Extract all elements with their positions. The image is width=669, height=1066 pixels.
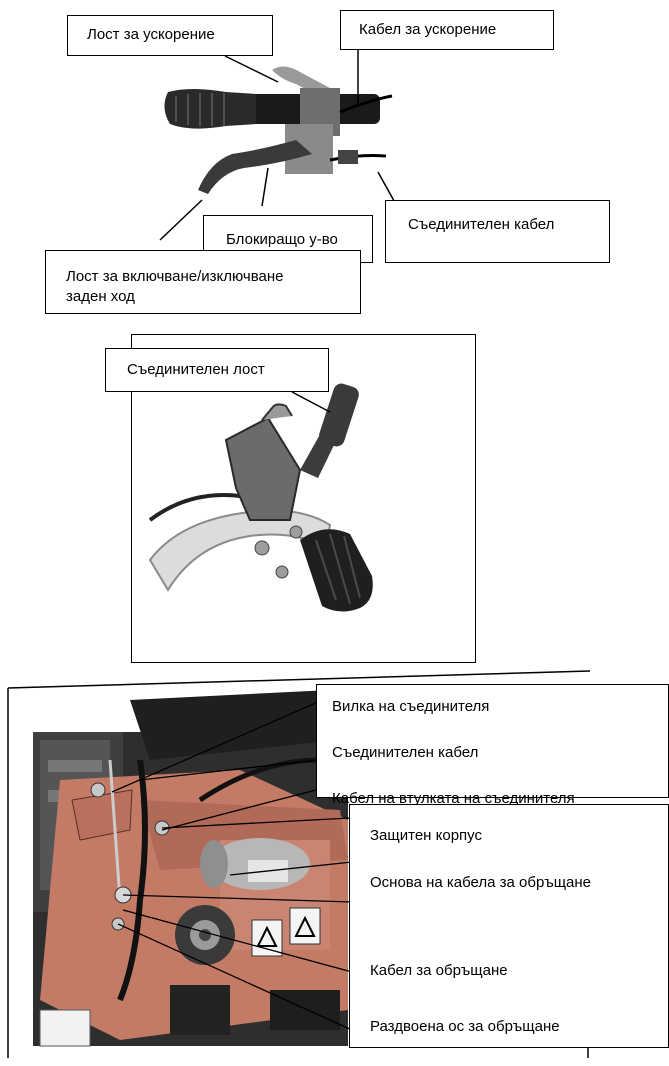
label-clutch-lever: Съединителен лост: [105, 348, 329, 392]
label-throttle-lever: Лост за ускорение: [67, 15, 273, 56]
label-text: Съединителен кабел: [408, 216, 555, 233]
label-text-line-1: Лост за включване/изключване: [66, 268, 284, 285]
label-reverse-split-axle: Раздвоена ос за обръщане: [370, 1018, 560, 1035]
label-clutch-cable: Съединителен кабел: [385, 200, 610, 263]
label-text: Блокиращо у-во: [226, 231, 338, 248]
label-text: Лост за ускорение: [87, 26, 215, 43]
label-throttle-cable: Кабел за ускорение: [340, 10, 554, 50]
label-text-line-2: заден ход: [66, 288, 135, 305]
label-reverse-lever: Лост за включване/изключване заден ход: [45, 250, 361, 314]
label-block-upper: [316, 684, 669, 798]
label-block-lower: [349, 804, 669, 1048]
label-clutch-fork: Вилка на съединителя: [332, 698, 490, 715]
label-reverse-cable: Кабел за обръщане: [370, 962, 508, 979]
label-clutch-sleeve-cable: Кабел на втулката на съединителя: [332, 790, 575, 807]
handle-illustration: [159, 48, 399, 241]
label-clutch-cable-3: Съединителен кабел: [332, 744, 479, 761]
label-reverse-cable-base: Основа на кабела за обръщане: [370, 874, 592, 891]
label-protective-housing: Защитен корпус: [370, 827, 482, 844]
label-text: Съединителен лост: [127, 361, 265, 378]
label-text: Кабел за ускорение: [359, 21, 497, 38]
figure-2-frame: [131, 334, 476, 663]
